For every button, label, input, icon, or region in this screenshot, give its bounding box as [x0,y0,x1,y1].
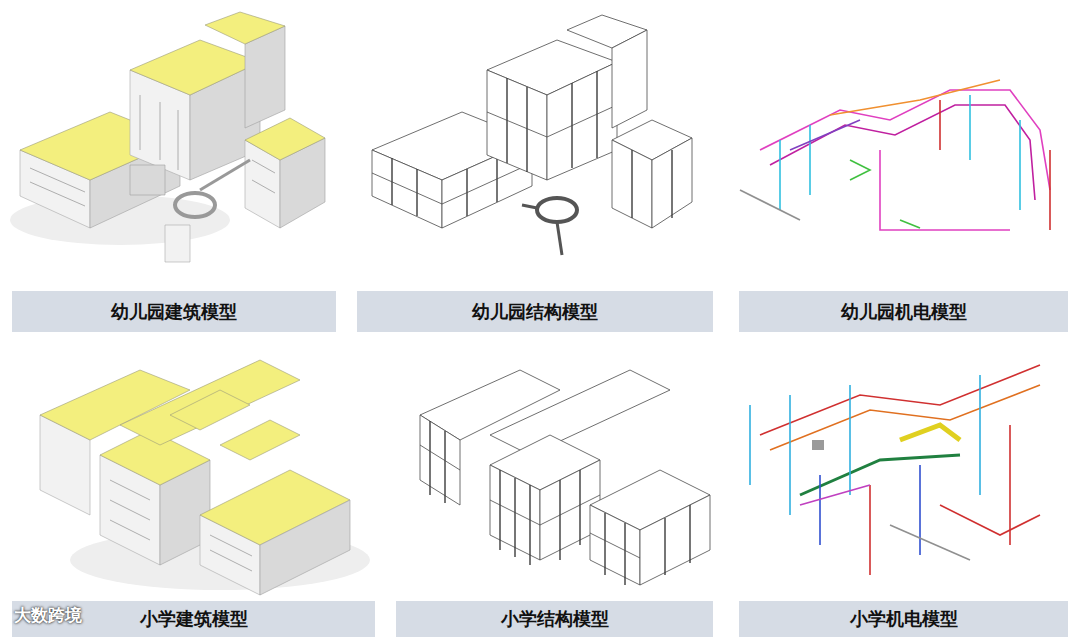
architecture-model [20,345,380,600]
caption-text: 幼儿园结构模型 [472,300,598,324]
caption-text: 幼儿园机电模型 [841,300,967,324]
mep-model [720,0,1080,285]
caption-text: 幼儿园建筑模型 [111,300,237,324]
caption-text: 小学机电模型 [850,607,958,631]
watermark: 大数跨境 [14,604,82,627]
mep-model [740,345,1070,600]
caption-bar: 小学机电模型 [739,601,1068,637]
caption-text: 小学建筑模型 [140,607,248,631]
architecture-model [0,0,340,285]
caption-bar: 小学结构模型 [396,601,713,637]
caption-bar: 幼儿园建筑模型 [12,291,336,332]
structure-model [400,345,720,600]
caption-bar: 幼儿园机电模型 [739,291,1068,332]
structure-model [357,0,713,285]
caption-bar: 幼儿园结构模型 [357,291,713,332]
caption-text: 小学结构模型 [501,607,609,631]
